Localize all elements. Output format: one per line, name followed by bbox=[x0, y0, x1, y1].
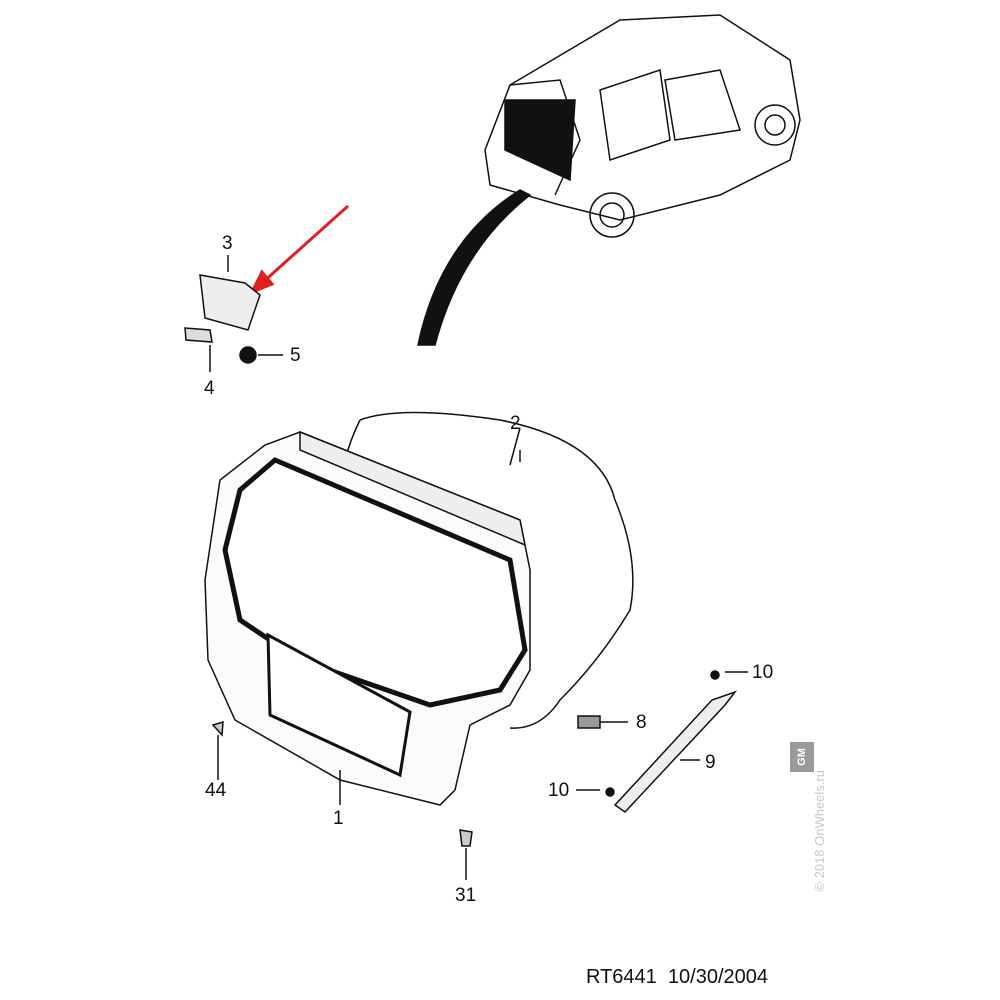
callout-5: 5 bbox=[290, 345, 301, 366]
fasteners bbox=[211, 450, 748, 880]
callout-44: 44 bbox=[205, 780, 227, 801]
callout-4: 4 bbox=[204, 378, 215, 399]
callout-10-top: 10 bbox=[752, 662, 774, 683]
drawing-id: RT6441 bbox=[586, 966, 657, 988]
callout-10-bottom: 10 bbox=[548, 780, 570, 801]
pointer-swoosh bbox=[417, 189, 532, 346]
footer: RT6441 10/30/2004 bbox=[586, 966, 768, 989]
hinge-bracket bbox=[184, 255, 283, 372]
gm-logo-text: GM bbox=[795, 748, 808, 766]
callout-9: 9 bbox=[705, 752, 716, 773]
liftgate bbox=[204, 430, 531, 806]
callout-1: 1 bbox=[333, 808, 344, 829]
watermark: © 2018 OnWheels.ru bbox=[812, 770, 827, 892]
gas-strut bbox=[605, 670, 738, 813]
callout-31: 31 bbox=[455, 885, 477, 906]
gm-logo: GM bbox=[790, 742, 814, 772]
red-arrow bbox=[248, 204, 350, 295]
callout-8: 8 bbox=[636, 712, 647, 733]
callout-3: 3 bbox=[222, 233, 233, 254]
drawing-date: 10/30/2004 bbox=[667, 966, 769, 988]
car-illustration bbox=[484, 14, 801, 238]
callout-2: 2 bbox=[510, 413, 521, 434]
